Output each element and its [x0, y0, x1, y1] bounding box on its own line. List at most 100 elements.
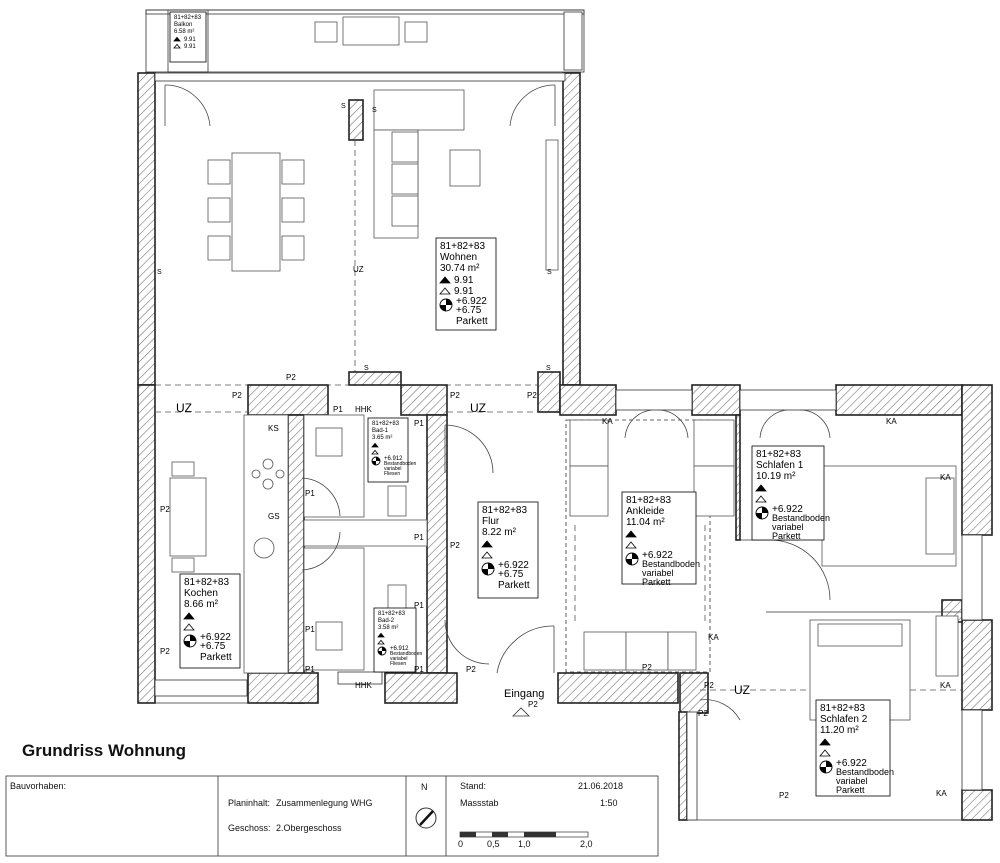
- scale-tick-05: 0,5: [487, 839, 500, 849]
- marker-ka: KA: [936, 789, 947, 798]
- marker-ka: KA: [886, 417, 897, 426]
- room-name: Ankleide: [626, 506, 665, 517]
- level-marker-icon: [481, 562, 495, 576]
- level-upper: +6.922: [456, 296, 487, 307]
- floor-finish-2: variabel: [384, 466, 402, 472]
- marker-p1: P1: [305, 665, 315, 674]
- marker-p2: P2: [698, 709, 708, 718]
- room-name: Bad-2: [378, 618, 395, 624]
- raw-height-icon: [481, 540, 493, 548]
- raw-height: 9.91: [454, 275, 474, 286]
- marker-s: S: [364, 365, 369, 372]
- marker-p1: P1: [414, 601, 424, 610]
- marker-uz: UZ: [176, 401, 192, 415]
- level-marker-icon: [377, 646, 387, 656]
- floor-finish: Parkett: [456, 316, 488, 327]
- bedroom-1-furniture: [739, 389, 983, 621]
- room-code: 81+82+83: [378, 611, 406, 617]
- central-walls: [137, 371, 993, 821]
- marker-p2: P2: [527, 391, 537, 400]
- room-name: Schlafen 1: [756, 460, 804, 471]
- dressing-room-furniture: [565, 389, 735, 673]
- marker-ka: KA: [602, 417, 613, 426]
- marker-ka: KA: [940, 473, 951, 482]
- room-code: 81+82+83: [174, 15, 202, 21]
- marker-uz: UZ: [353, 265, 364, 274]
- floor-finish-1: Bestandboden: [384, 461, 416, 467]
- level-upper: +6.922: [498, 560, 529, 571]
- balcony: [145, 9, 585, 73]
- level-lower: +6.75: [200, 641, 226, 652]
- marker-s: S: [546, 365, 551, 372]
- finished-height-icon: [173, 43, 181, 49]
- marker-uz: UZ: [734, 683, 750, 697]
- room-name: Bad-1: [372, 428, 389, 434]
- marker-p2: P2: [466, 665, 476, 674]
- raw-height-icon: [173, 36, 181, 42]
- level-marker-icon: [371, 456, 381, 466]
- floor-finish-2: variabel: [642, 568, 674, 578]
- level-upper: +6.912: [384, 456, 403, 462]
- drawing-title: Grundriss Wohnung: [22, 741, 186, 760]
- raw-height-icon: [371, 442, 379, 448]
- marker-p2: P2: [779, 791, 789, 800]
- level-upper: +6.922: [772, 504, 803, 515]
- marker-hhk: HHK: [355, 405, 373, 414]
- marker-gs: GS: [268, 512, 280, 521]
- marker-p1: P1: [305, 625, 315, 634]
- floor-finish-3: Parkett: [836, 785, 865, 795]
- geschoss-label: Geschoss:: [228, 823, 271, 833]
- scale-bar: [459, 831, 589, 838]
- marker-uz: UZ: [470, 401, 486, 415]
- room-area: 6.58 m²: [174, 29, 194, 35]
- finished-height-icon: [377, 639, 385, 645]
- massstab-value: 1:50: [600, 798, 618, 808]
- floor-finish-1: Bestandboden: [642, 559, 700, 569]
- marker-p1: P1: [414, 665, 424, 674]
- room-code: 81+82+83: [184, 577, 229, 588]
- room-name: Kochen: [184, 588, 218, 599]
- raw-height-icon: [755, 484, 767, 492]
- title-block: Bauvorhaben: Planinhalt: Zusammenlegung …: [5, 775, 659, 857]
- floor-finish-3: Fliesen: [384, 471, 400, 477]
- room-name: Balkon: [174, 22, 192, 28]
- north-arrow-icon: [415, 807, 437, 829]
- raw-height-icon: [377, 632, 385, 638]
- marker-ks: KS: [268, 424, 279, 433]
- marker-p1: P1: [414, 419, 424, 428]
- finished-height-icon: [371, 449, 379, 455]
- marker-hhk: HHK: [355, 681, 373, 690]
- room-area: 11.20 m²: [820, 725, 859, 736]
- floor-finish-1: Bestandboden: [390, 651, 422, 657]
- finished-height-icon: [481, 551, 493, 559]
- room-area: 30.74 m²: [440, 263, 480, 274]
- planinhalt-label: Planinhalt:: [228, 798, 270, 808]
- massstab-label: Massstab: [460, 798, 499, 808]
- raw-height: 9.91: [184, 37, 196, 43]
- level-lower: +6.75: [498, 569, 524, 580]
- room-code: 81+82+83: [626, 495, 671, 506]
- room-code: 81+82+83: [372, 421, 400, 427]
- marker-p2: P2: [450, 541, 460, 550]
- level-marker-icon: [819, 760, 833, 774]
- level-upper: +6.922: [200, 632, 231, 643]
- level-marker-icon: [625, 552, 639, 566]
- raw-height-icon: [183, 612, 195, 620]
- north-label: N: [421, 782, 428, 792]
- marker-s: S: [341, 103, 346, 110]
- room-area: 8.22 m²: [482, 527, 517, 538]
- finished-height-icon: [625, 541, 637, 549]
- bauvorhaben-label: Bauvorhaben:: [10, 781, 66, 791]
- floor-finish-1: Bestandboden: [772, 513, 830, 523]
- raw-height-icon: [439, 276, 451, 284]
